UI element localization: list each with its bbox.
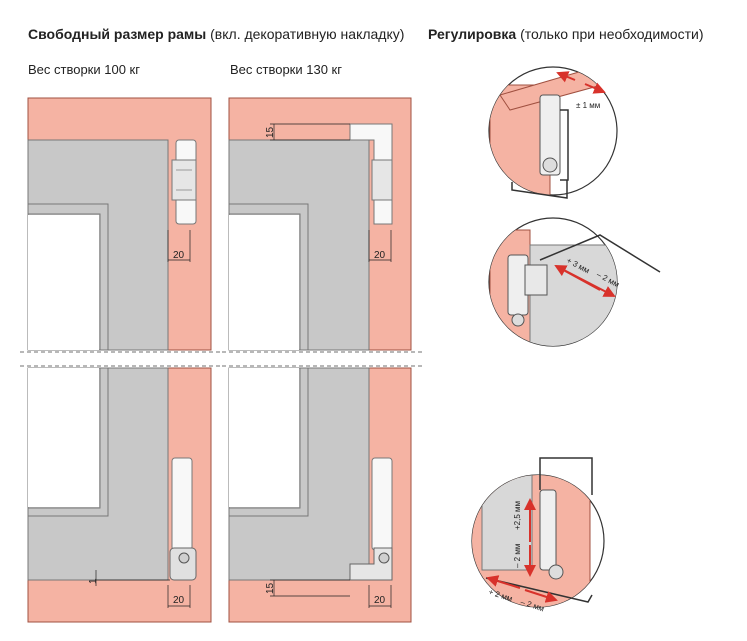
hinge-bottom-130 xyxy=(349,457,393,581)
dim-15-bottom-130 xyxy=(270,579,350,597)
dim-20-bottom-130-label: 20 xyxy=(374,595,386,606)
dim-15-bottom-130-label: 15 xyxy=(265,582,276,594)
dim-15-top-130 xyxy=(270,123,350,141)
dim-20-top-130-label: 20 xyxy=(374,250,386,261)
left-header: Свободный размер рамы (вкл. декоративную… xyxy=(28,26,404,42)
adjust-top-label: ± 1 мм xyxy=(576,101,600,110)
hinge-top-100 xyxy=(171,139,197,225)
dim-20-bottom-130 xyxy=(368,585,392,608)
adjust-detail-top xyxy=(488,66,618,199)
right-header: Регулировка (только при необходимости) xyxy=(428,26,703,42)
left-header-bold: Свободный размер рамы xyxy=(28,26,207,42)
right-header-rest: (только при необходимости) xyxy=(516,26,704,42)
dim-20-top-100 xyxy=(167,230,191,262)
dim-1-bottom-100 xyxy=(95,570,170,586)
adjust-bottom-vplus-label: +2,5 мм xyxy=(513,501,522,530)
adjust-bottom-vminus-label: – 2 мм xyxy=(513,544,522,568)
hinge-top-130 xyxy=(349,123,393,225)
right-header-bold: Регулировка xyxy=(428,26,517,42)
left-header-rest: (вкл. декоративную накладку) xyxy=(206,26,405,42)
dim-20-bottom-100 xyxy=(167,585,191,608)
dim-20-bottom-100-label: 20 xyxy=(173,595,185,606)
hinge-bottom-100 xyxy=(169,457,197,581)
column-label-130: Вес створки 130 кг xyxy=(230,62,342,77)
dim-1-label: 1 xyxy=(88,578,99,584)
column-label-100: Вес створки 100 кг xyxy=(28,62,140,77)
dim-20-top-100-label: 20 xyxy=(173,250,185,261)
adjust-detail-middle xyxy=(488,217,661,347)
dim-20-top-130 xyxy=(368,230,392,262)
dim-15-top-130-label: 15 xyxy=(265,126,276,138)
adjust-detail-bottom xyxy=(471,457,605,608)
